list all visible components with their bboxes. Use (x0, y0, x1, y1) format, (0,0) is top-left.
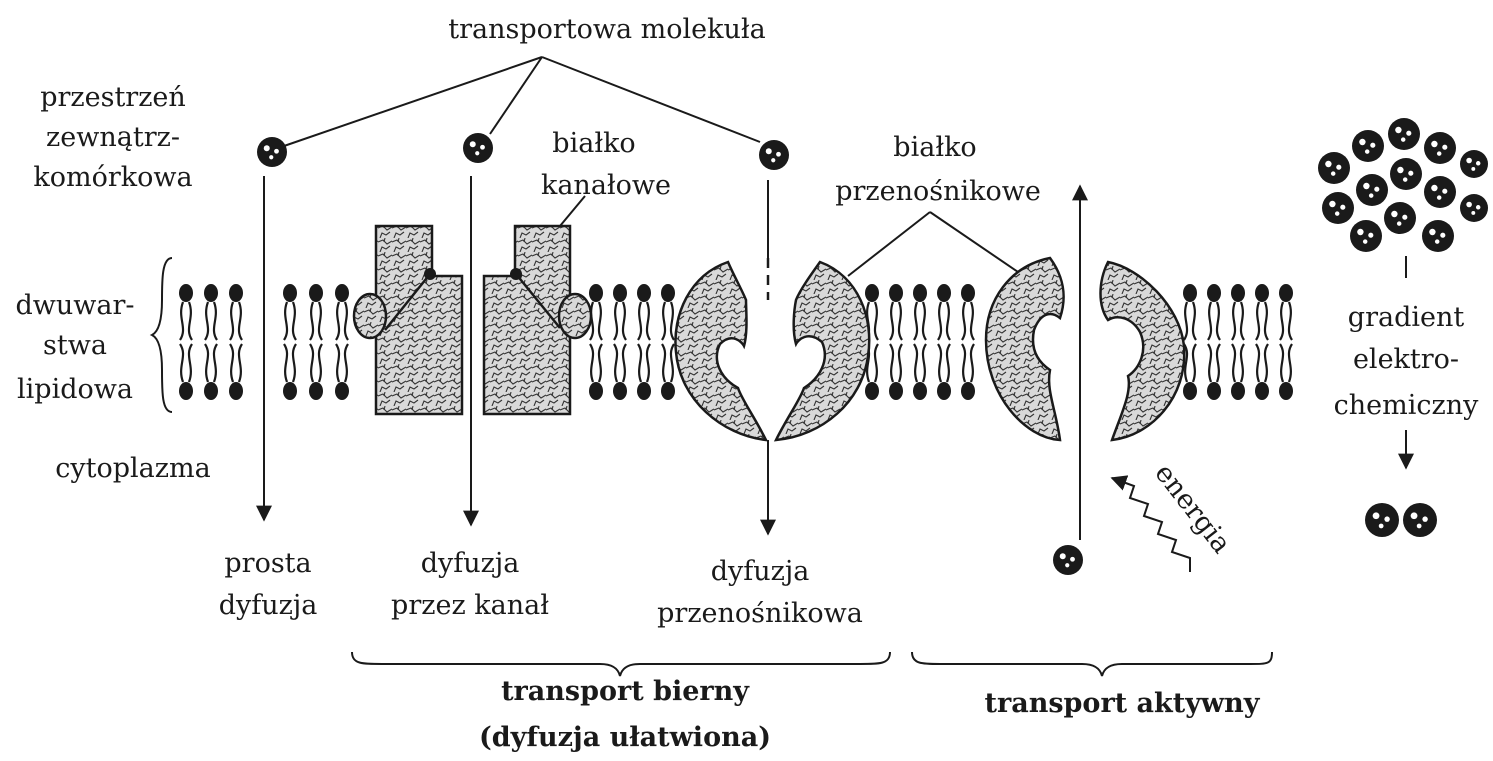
transport-molecule (1388, 118, 1420, 150)
lipid-molecule (589, 344, 603, 400)
transport-molecule (759, 140, 789, 170)
transport-molecule (1403, 503, 1437, 537)
lipid-molecule (283, 284, 297, 340)
carrier-protein-label-line2: przenośnikowe (835, 176, 1041, 207)
lipid-molecule (204, 284, 218, 340)
passive-transport-label-line1: transport bierny (501, 676, 750, 707)
lipid-molecule (661, 284, 675, 340)
channel-protein-right-half (484, 226, 591, 414)
lipid-molecule (309, 344, 323, 400)
lipid-molecule (637, 344, 651, 400)
lipid-molecule (179, 344, 193, 400)
channel-protein (354, 226, 591, 414)
lipid-molecule (1207, 344, 1221, 400)
channel-diffusion-label-line2: przez kanał (391, 590, 549, 621)
gradient-label-line2: elektro- (1353, 344, 1459, 375)
transport-molecule (1318, 152, 1350, 184)
lipid-molecule (613, 344, 627, 400)
transport-molecule (1460, 194, 1488, 222)
lipid-molecule (961, 344, 975, 400)
lipid-molecule (937, 284, 951, 340)
transport-molecule (1424, 176, 1456, 208)
channel-protein-label-line1: białko (552, 128, 635, 159)
transport-molecule (1350, 220, 1382, 252)
lipid-molecule (1231, 344, 1245, 400)
carrier-protein-active (986, 258, 1184, 440)
cytoplasm-label: cytoplazma (55, 453, 210, 484)
transport-molecule (1390, 158, 1422, 190)
passive-transport-brace (352, 652, 890, 676)
transport-molecule (463, 133, 493, 163)
lipid-molecule (661, 344, 675, 400)
transport-molecule (1365, 503, 1399, 537)
lipid-molecule (889, 284, 903, 340)
active-transport-brace (912, 652, 1272, 676)
transport-molecule (1352, 130, 1384, 162)
carrier-protein-passive (675, 258, 869, 440)
lipid-molecule (913, 284, 927, 340)
transport-molecule (1322, 192, 1354, 224)
lipid-molecule (1279, 344, 1293, 400)
lipid-molecule (283, 344, 297, 400)
lipid-molecule (335, 284, 349, 340)
lipid-molecule (1255, 284, 1269, 340)
passive-transport-label-line2: (dyfuzja ułatwiona) (479, 722, 771, 753)
lipid-molecule (1279, 284, 1293, 340)
lipid-molecule (335, 344, 349, 400)
gradient-label-line1: gradient (1348, 302, 1465, 333)
bilayer-label-line2: stwa (43, 330, 107, 361)
bilayer-label-line1: dwuwar- (15, 290, 134, 321)
channel-protein-left-half (354, 226, 462, 414)
lipid-molecule (204, 344, 218, 400)
lipid-molecule (961, 284, 975, 340)
lipid-molecule (937, 344, 951, 400)
simple-diffusion-label-line1: prosta (224, 548, 311, 579)
channel-protein-label-line2: kanałowe (541, 170, 671, 201)
lipid-molecule (613, 284, 627, 340)
transport-molecule (257, 137, 287, 167)
transport-molecule (1356, 174, 1388, 206)
lipid-molecule (179, 284, 193, 340)
extracellular-label-line2: zewnątrz- (46, 122, 180, 153)
carrier-diffusion-label-line1: dyfuzja (711, 556, 810, 587)
transport-molecule (1422, 220, 1454, 252)
lipid-molecule (637, 284, 651, 340)
transport-molecule (1424, 132, 1456, 164)
transport-molecule (1384, 202, 1416, 234)
lipid-molecule (229, 284, 243, 340)
lipid-molecule (309, 284, 323, 340)
lipid-molecule (1255, 344, 1269, 400)
transport-molecule (1460, 150, 1488, 178)
transport-molecule-label: transportowa molekuła (448, 14, 766, 45)
transport-molecule (1053, 545, 1083, 575)
lipid-molecule (1231, 284, 1245, 340)
extracellular-label-line3: komórkowa (33, 162, 192, 193)
lipid-molecule (229, 344, 243, 400)
energy-label: energia (1148, 458, 1237, 559)
carrier-protein-label-line1: białko (893, 132, 976, 163)
bilayer-bracket (152, 258, 172, 412)
lipid-molecule (1183, 284, 1197, 340)
active-transport-label: transport aktywny (985, 688, 1261, 719)
simple-diffusion-label-line2: dyfuzja (219, 590, 318, 621)
gradient-label-line3: chemiczny (1334, 390, 1479, 421)
carrier-diffusion-label-line2: przenośnikowa (657, 598, 863, 629)
extracellular-label-line1: przestrzeń (40, 82, 186, 113)
channel-diffusion-label-line1: dyfuzja (421, 548, 520, 579)
bilayer-label-line3: lipidowa (17, 374, 133, 405)
lipid-molecule (913, 344, 927, 400)
lipid-molecule (1207, 284, 1221, 340)
carrier-pointer-2 (930, 212, 1018, 272)
lipid-molecule (889, 344, 903, 400)
carrier-pointer-1 (848, 212, 930, 276)
